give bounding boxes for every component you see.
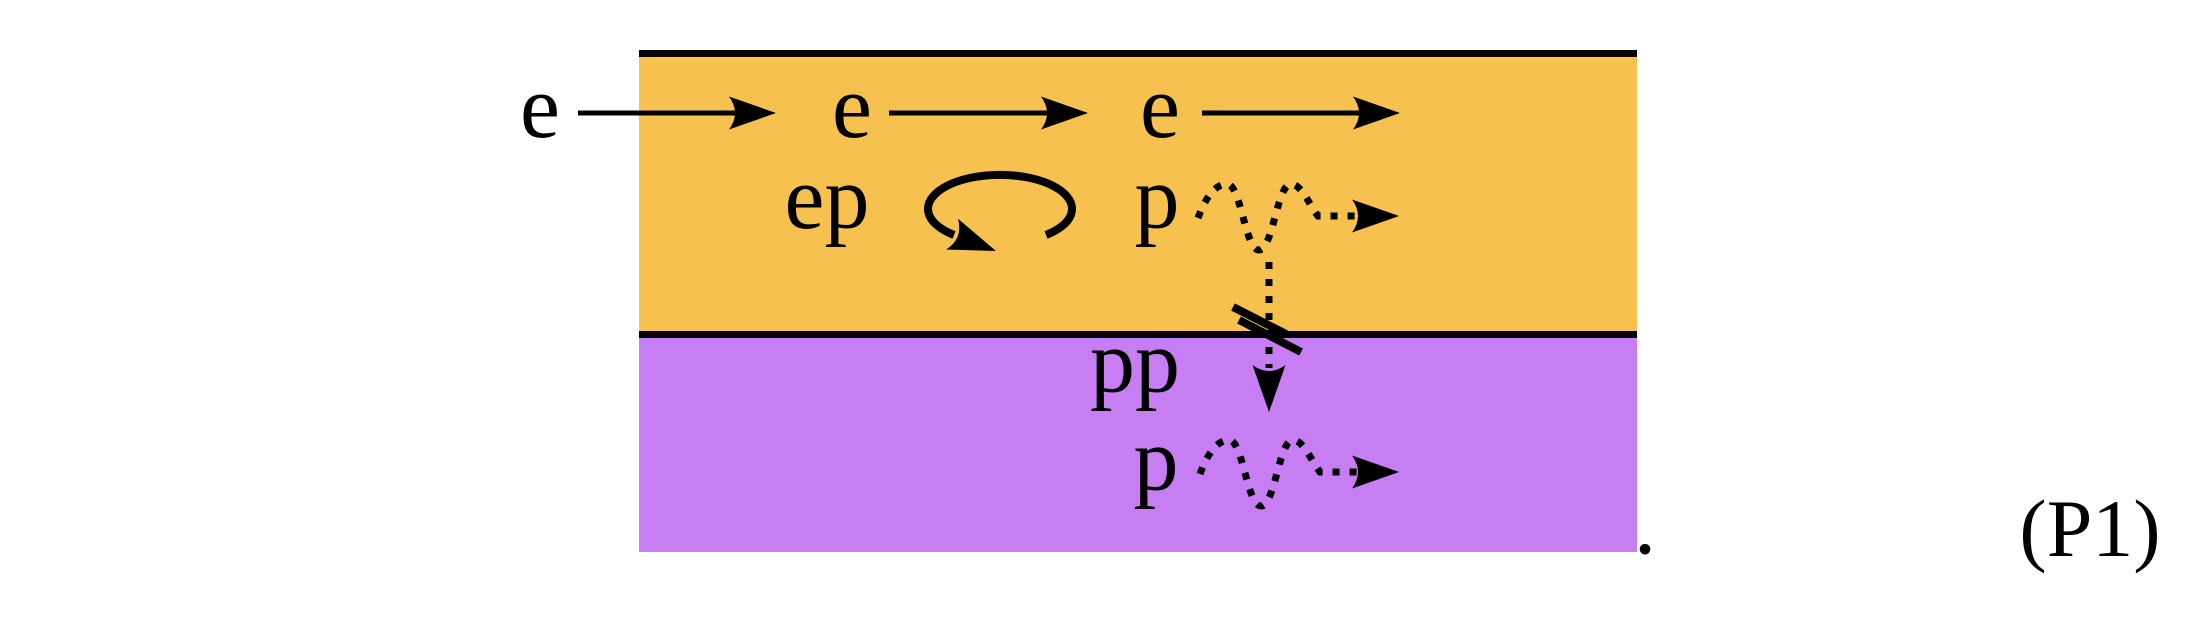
pp-pair-label: pp xyxy=(1090,313,1180,412)
loop-arc xyxy=(924,170,1076,239)
polaron-top-label: p xyxy=(1135,149,1180,248)
wavy-photon-line xyxy=(1194,180,1360,254)
recombination-loop-arrow xyxy=(924,170,1076,267)
double-slash-blocked-icon xyxy=(1231,303,1303,356)
sentence-period: . xyxy=(1634,474,1657,573)
photon-wavy-arrow-top xyxy=(1194,180,1399,254)
equation-tag: (P1) xyxy=(2019,483,2160,574)
wavy-photon-line xyxy=(1196,436,1360,510)
slash-1 xyxy=(1231,303,1288,338)
incoming-electron-label: e xyxy=(520,58,560,157)
photon-wavy-arrow-bottom xyxy=(1196,436,1399,510)
bottom-layer-rect xyxy=(639,335,1637,552)
electron-label-2: e xyxy=(832,58,872,157)
ep-pair-label: ep xyxy=(785,149,870,248)
electron-arrow-3 xyxy=(1202,96,1400,130)
electron-arrow-2 xyxy=(889,96,1088,130)
slash-2 xyxy=(1237,316,1303,356)
top-layer-rect xyxy=(639,50,1637,335)
blocked-transfer-arrow xyxy=(1231,262,1303,412)
polaron-bottom-label: p xyxy=(1134,411,1179,510)
electron-label-3: e xyxy=(1140,58,1180,157)
electron-arrow-1 xyxy=(578,96,776,130)
